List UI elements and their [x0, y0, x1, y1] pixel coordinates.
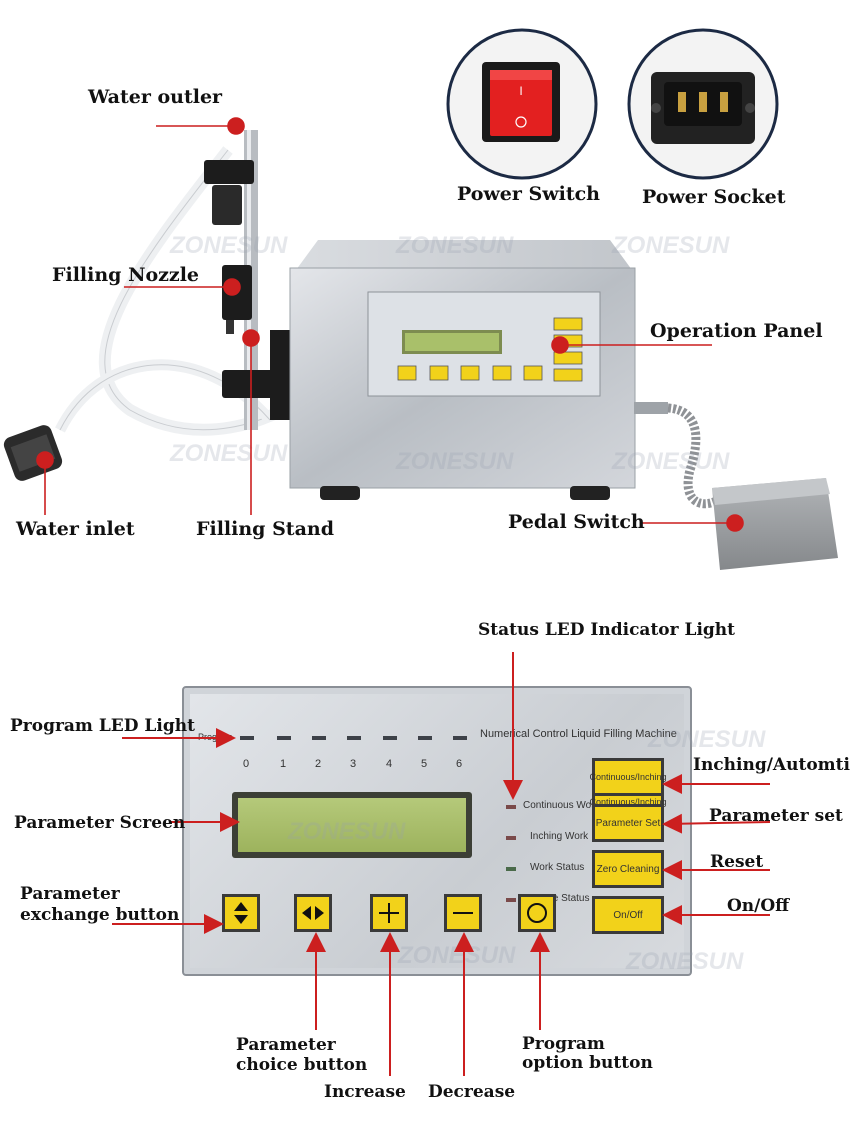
power-socket-label: Power Socket: [642, 186, 786, 208]
button-label: Parameter Set: [595, 817, 661, 829]
status-label-continuous: Continuous Work: [523, 800, 600, 811]
increase-button[interactable]: [370, 894, 408, 932]
decrease-button[interactable]: [444, 894, 482, 932]
program-option-label-line2: option button: [522, 1053, 653, 1073]
status-led: [506, 898, 516, 902]
filling-stand-label: Filling Stand: [196, 518, 334, 540]
button-label: On/Off: [613, 909, 643, 921]
program-option-label-line1: Program: [522, 1034, 605, 1054]
status-led: [506, 836, 516, 840]
decrease-label: Decrease: [428, 1082, 516, 1102]
parameter-screen-label: Parameter Screen: [14, 813, 186, 833]
status-led: [506, 867, 516, 871]
parameter-choice-button[interactable]: [294, 894, 332, 932]
inching-automatic-label: Inching/Automtic: [693, 755, 850, 775]
status-label-work: Work Status: [530, 862, 585, 873]
water-outlet-label: Water outler: [88, 86, 223, 108]
circle-icon: [527, 903, 547, 923]
reset-label: Reset: [710, 852, 764, 872]
operation-panel-label: Operation Panel: [650, 320, 823, 342]
program-led: [312, 736, 326, 740]
program-number: 3: [350, 758, 357, 770]
watermark: ZONESUN: [170, 232, 288, 259]
program-led: [277, 736, 291, 740]
watermark: ZONESUN: [288, 818, 406, 845]
parameter-exchange-label-line1: Parameter: [20, 884, 120, 904]
watermark: ZONESUN: [170, 440, 288, 467]
program-number: 5: [421, 758, 428, 770]
program-led: [453, 736, 467, 740]
program-led: [347, 736, 361, 740]
watermark: ZONESUN: [626, 948, 744, 975]
parameter-choice-label-line2: choice button: [236, 1055, 368, 1075]
watermark: ZONESUN: [396, 232, 514, 259]
program-number: 2: [315, 758, 322, 770]
program-option-button[interactable]: [518, 894, 556, 932]
button-label: Continuous/Inching: [589, 797, 667, 807]
program-led-label: Program LED Light: [10, 716, 195, 736]
machine-callout-lines: [36, 117, 744, 532]
parameter-exchange-button[interactable]: [222, 894, 260, 932]
increase-label: Increase: [324, 1082, 406, 1102]
program-number: 0: [243, 758, 250, 770]
status-label-pause: Pause Status: [530, 893, 590, 904]
program-number: 1: [280, 758, 287, 770]
status-led: [506, 805, 516, 809]
lcd-display: [238, 798, 466, 852]
left-right-arrows-icon: [302, 906, 324, 920]
on-off-button[interactable]: On/Off: [592, 896, 664, 934]
program-led: [418, 736, 432, 740]
minus-icon: [453, 912, 473, 914]
svg-text:I: I: [519, 84, 522, 98]
button-label: Continuous/Inching: [589, 772, 667, 782]
program-led: [240, 736, 254, 740]
parameter-set-button[interactable]: Parameter Set: [592, 804, 664, 842]
watermark: ZONESUN: [612, 448, 730, 475]
up-down-arrows-icon: [234, 902, 248, 924]
zero-cleaning-button[interactable]: Zero Cleaning: [592, 850, 664, 888]
watermark: ZONESUN: [396, 448, 514, 475]
panel-machine-title: Numerical Control Liquid Filling Machine: [480, 728, 677, 740]
watermark: ZONESUN: [648, 726, 766, 753]
watermark: ZONESUN: [612, 232, 730, 259]
filling-nozzle-label: Filling Nozzle: [52, 264, 199, 286]
pedal-switch-label: Pedal Switch: [508, 511, 645, 533]
water-inlet-label: Water inlet: [16, 518, 135, 540]
plus-icon: [379, 903, 399, 923]
program-number: 4: [386, 758, 393, 770]
status-led-label: Status LED Indicator Light: [478, 620, 736, 640]
on-off-label: On/Off: [727, 896, 790, 916]
power-switch-label: Power Switch: [457, 183, 600, 205]
program-number: 6: [456, 758, 463, 770]
status-label-inching: Inching Work: [530, 831, 589, 842]
parameter-choice-label-line1: Parameter: [236, 1035, 336, 1055]
parameter-screen: [232, 792, 472, 858]
button-label: Zero Cleaning: [596, 863, 660, 875]
parameter-set-label: Parameter set: [709, 806, 843, 826]
program-led: [383, 736, 397, 740]
parameter-exchange-label-line2: exchange button: [20, 905, 180, 925]
